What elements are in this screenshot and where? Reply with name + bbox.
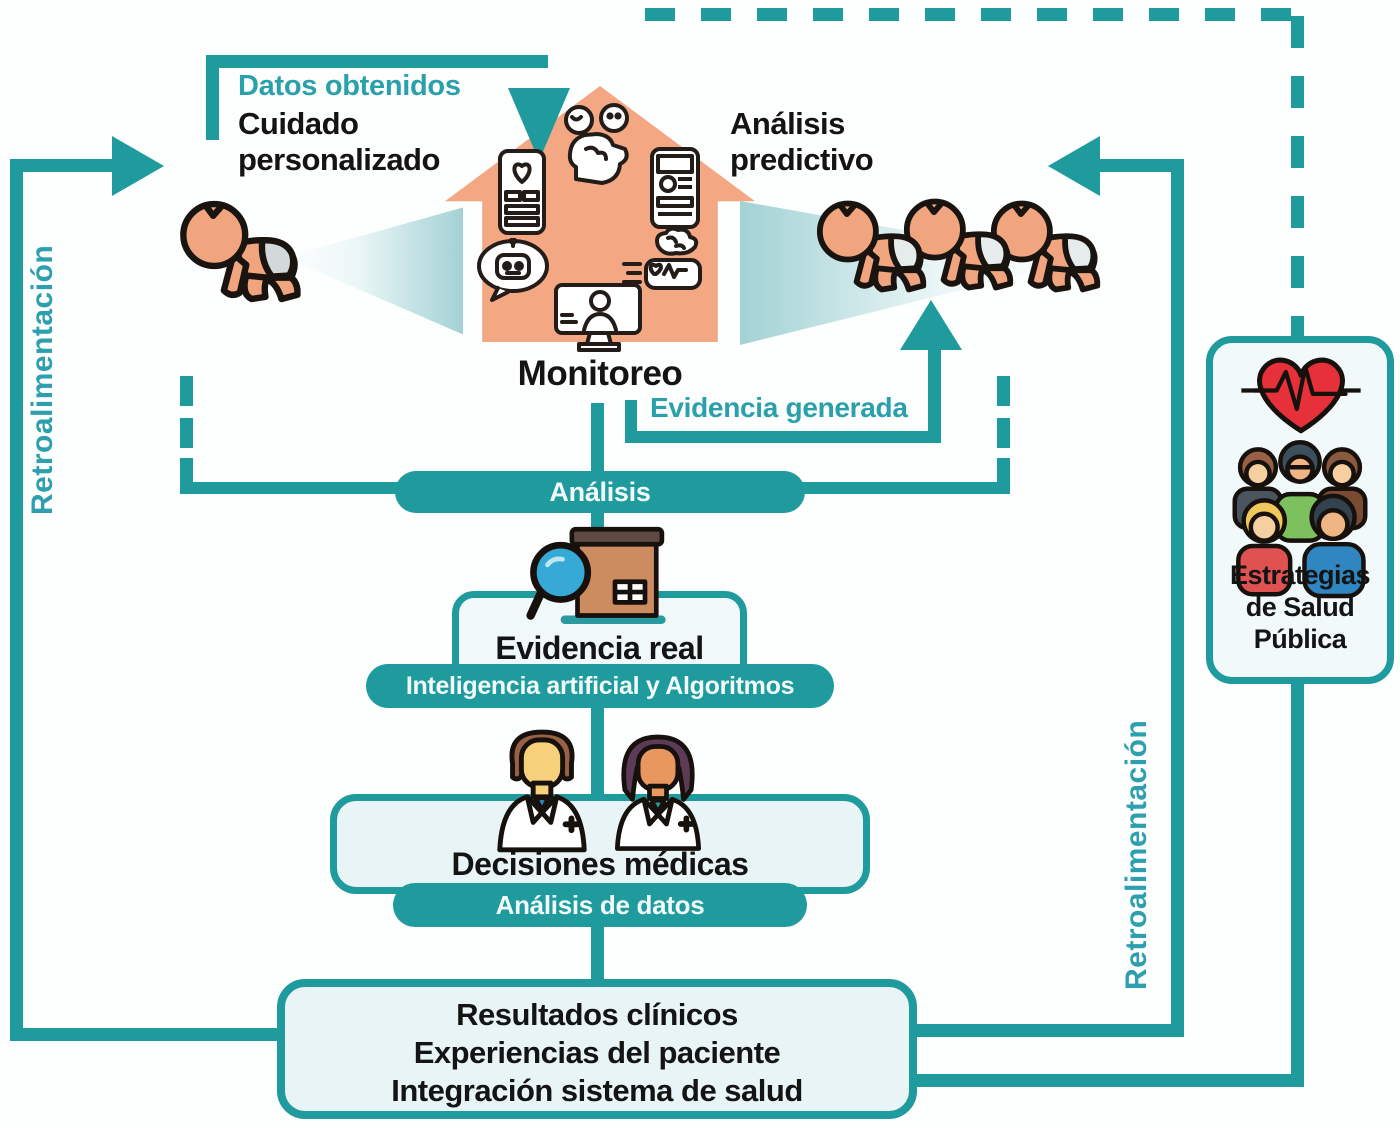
- retroalimentacion-right-label: Retroalimentación: [1120, 719, 1153, 991]
- resultados-line-2: Experiencias del paciente: [413, 1035, 781, 1070]
- resultados-box: [277, 979, 917, 1119]
- baby-icon: [178, 192, 306, 310]
- phone-data-icon: [648, 146, 702, 230]
- analisis-predictivo-label: Análisis predictivo: [730, 106, 874, 177]
- analisis-pill-label: Análisis: [549, 476, 651, 507]
- chatbot-icon: [474, 238, 552, 304]
- retroalimentacion-left-label: Retroalimentación: [26, 244, 59, 516]
- community-people-icon: [1224, 424, 1376, 600]
- babies-group-icon: [815, 184, 1105, 308]
- right-riser-solid: [997, 458, 1010, 494]
- resultados-line-3: Integración sistema de salud: [391, 1073, 803, 1108]
- analisis-de-datos-pill: Análisis de datos: [393, 883, 807, 927]
- evidencia-bracket-horizontal: [625, 431, 941, 443]
- right-riser-dash-1: [997, 376, 1010, 406]
- datos-arrowhead: [508, 88, 570, 161]
- decisiones-medicas-label: Decisiones médicas: [451, 846, 749, 882]
- left-riser-dash-2: [180, 418, 193, 448]
- cuidado-personalizado-label: Cuidado personalizado: [238, 106, 440, 177]
- left-riser-solid: [180, 458, 193, 494]
- right-feedback-top: [1098, 159, 1184, 172]
- left-feedback-vertical: [10, 165, 23, 1041]
- analisis-pill: Análisis: [395, 471, 805, 513]
- right-feedback-bottom: [913, 1024, 1184, 1037]
- left-riser-dash-1: [180, 376, 193, 406]
- inteligencia-artificial-label: Inteligencia artificial y Algoritmos: [405, 671, 795, 700]
- datos-obtenidos-label: Datos obtenidos: [238, 70, 461, 102]
- male-doctor-icon: [488, 722, 596, 854]
- right-dashed-connector: [1291, 16, 1304, 338]
- resultados-line-1: Resultados clínicos: [456, 997, 738, 1032]
- estrategias-feedback-vertical: [1291, 683, 1304, 1087]
- right-feedback-vertical: [1171, 165, 1184, 1037]
- evidencia-arrow-shaft: [928, 345, 941, 443]
- top-dashed-connector: [645, 8, 1305, 21]
- datos-bracket-vertical: [206, 58, 219, 140]
- brain-monitor-icon: [620, 226, 704, 298]
- phone-health-icon: [496, 148, 548, 236]
- analisis-de-datos-label: Análisis de datos: [495, 889, 705, 920]
- ai-head-icon: [552, 103, 647, 188]
- left-beam: [285, 207, 463, 335]
- inteligencia-artificial-pill: Inteligencia artificial y Algoritmos: [366, 664, 834, 708]
- right-riser-dash-2: [997, 418, 1010, 448]
- heart-ecg-icon: [1238, 346, 1364, 440]
- evidencia-generada-label: Evidencia generada: [650, 392, 908, 423]
- monitoreo-label: Monitoreo: [517, 354, 683, 393]
- estrategias-feedback-horizontal: [913, 1074, 1304, 1087]
- left-feedback-top: [10, 159, 114, 172]
- estrategias-label: Estrategias de Salud Pública: [1229, 560, 1371, 654]
- datos-bracket-horizontal: [206, 55, 548, 68]
- left-feedback-arrowhead: [112, 136, 164, 196]
- left-feedback-bottom: [10, 1028, 277, 1041]
- search-records-icon: [525, 523, 675, 633]
- female-doctor-icon: [606, 724, 710, 854]
- evidencia-real-label: Evidencia real: [495, 630, 704, 666]
- resultados-lines: Resultados clínicos Experiencias del pac…: [277, 996, 917, 1110]
- telemedicine-monitor-icon: [548, 282, 648, 354]
- right-feedback-arrowhead: [1048, 136, 1100, 196]
- evidencia-arrowhead: [900, 300, 962, 350]
